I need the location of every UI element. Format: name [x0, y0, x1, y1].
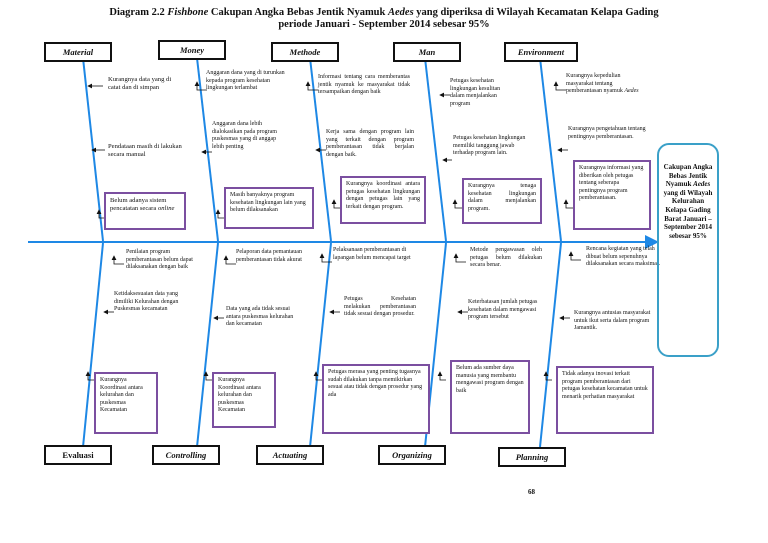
- man-cause-2: Petugas kesehatan lingkungan memiliki ta…: [453, 135, 526, 156]
- arrow-material-3: [96, 209, 106, 219]
- bone-environment: [539, 57, 562, 242]
- arrow-methode-1: [305, 81, 318, 91]
- category-actuating: Actuating: [256, 445, 324, 465]
- arrow-money-3: [215, 209, 225, 219]
- environment-root-cause: Kurangnya informasi yang diberikan oleh …: [573, 160, 651, 230]
- planning-root-cause: Tidak adanya inovasi terkait program pem…: [556, 366, 654, 434]
- category-controlling: Controlling: [152, 445, 220, 465]
- bone-money: [196, 57, 219, 242]
- money-cause-2: Anggaran dana lebih dialokasikan pada pr…: [212, 121, 277, 150]
- evaluasi-cause-2: Ketidaksesuaian data yang dimiliki Kelur…: [114, 291, 179, 312]
- bone-evaluasi: [82, 242, 104, 448]
- methode-root-cause: Kurangnya koordinasi antara petugas kese…: [340, 176, 426, 224]
- organizing-root-cause: Belum ada sumber daya manusia yang memba…: [450, 360, 530, 434]
- arrow-actuating-1: [319, 253, 332, 263]
- money-cause-1: Anggaran dana yang di turunkan kepada pr…: [206, 70, 285, 91]
- arrow-organizing-1: [453, 253, 466, 263]
- actuating-cause-1: Pelaksanaan pemberantasan di lapangan be…: [333, 247, 411, 261]
- bone-methode: [309, 57, 332, 242]
- arrow-evaluasi-3: [85, 371, 94, 381]
- arrow-controlling-3: [203, 371, 212, 381]
- methode-cause-1: Informasi tentang cara memberantas jenti…: [318, 74, 410, 95]
- man-root-cause: Kurangnya tenaga kesehatan lingkungan da…: [462, 178, 542, 224]
- arrow-organizing-3: [437, 371, 446, 381]
- arrow-controlling-1: [223, 255, 236, 265]
- arrow-actuating-3: [313, 371, 322, 381]
- bone-controlling: [196, 242, 219, 448]
- material-cause-2: Pendataan masih di lakukan secara manual: [108, 143, 182, 158]
- controlling-root-cause: Kurangnya Koordinasi antara kelurahan da…: [212, 372, 276, 428]
- arrow-money-1: [194, 81, 207, 91]
- diagram-title: Diagram 2.2 Fishbone Cakupan Angka Bebas…: [109, 7, 659, 30]
- planning-cause-1: Rencana kegiatan yang telah dibuat belum…: [586, 246, 661, 267]
- effect-box: Cakupan Angka Bebas Jentik Nyamuk Aedes …: [657, 143, 719, 357]
- actuating-root-cause: Petugas merasa yang penting tugasnya sud…: [322, 364, 430, 434]
- category-environment: Environment: [504, 42, 578, 62]
- money-root-cause: Masih banyaknya program kesehatan lingku…: [224, 187, 314, 229]
- category-man: Man: [393, 42, 461, 62]
- arrow-environment-1: [553, 81, 566, 91]
- page-number: 68: [528, 488, 535, 496]
- arrow-evaluasi-1: [111, 255, 124, 265]
- category-planning: Planning: [498, 447, 566, 467]
- category-methode: Methode: [271, 42, 339, 62]
- controlling-cause-1: Pelaporan data pemantauan pemberantasan …: [236, 249, 302, 263]
- environment-cause-1: Kurangnya kepedulian masyarakat tentang …: [566, 73, 639, 94]
- evaluasi-cause-1: Penilaian program pemberantasan belum da…: [126, 249, 193, 270]
- planning-cause-2: Kurangnya antusias masyarakat untuk ikut…: [574, 310, 651, 331]
- arrow-planning-1: [568, 251, 581, 261]
- bone-actuating: [309, 242, 332, 448]
- bone-planning: [539, 242, 562, 448]
- organizing-cause-1: Metode pengawasan oleh petugas belum dil…: [470, 247, 542, 268]
- category-evaluasi: Evaluasi: [44, 445, 112, 465]
- category-organizing: Organizing: [378, 445, 446, 465]
- methode-cause-2: Kerja sama dengan program lain yang terk…: [326, 129, 414, 158]
- arrow-man-3: [452, 199, 462, 209]
- material-cause-1: Kurangnya data yang di catat dan di simp…: [108, 76, 172, 91]
- material-root-cause: Belum adanya sistem pencatatan secara on…: [104, 192, 186, 230]
- category-material: Material: [44, 42, 112, 62]
- actuating-cause-2: Petugas Kesehatan melakukan pemberantasa…: [344, 296, 416, 317]
- category-money: Money: [158, 40, 226, 60]
- bone-man: [424, 57, 447, 242]
- environment-cause-2: Kurangnya pengetahuan tentang pentingnya…: [568, 126, 646, 140]
- arrow-planning-3: [543, 371, 552, 381]
- evaluasi-root-cause: Kurangnya Koordinasi antara kelurahan da…: [94, 372, 158, 434]
- arrow-methode-3: [331, 199, 342, 209]
- bone-material: [82, 57, 104, 242]
- man-cause-1: Petugas kesehatan lingkungan kesulitan d…: [450, 78, 501, 107]
- arrow-environment-3: [563, 199, 574, 209]
- controlling-cause-2: Data yang ada tidak sesuai antara puskes…: [226, 306, 294, 327]
- organizing-cause-2: Keterbatasan jumlah petugas kesehatan da…: [468, 299, 538, 320]
